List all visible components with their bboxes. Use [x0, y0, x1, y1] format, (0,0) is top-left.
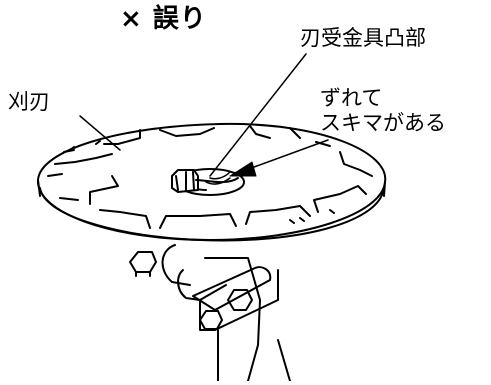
- bolt-left: [129, 251, 157, 277]
- part-leader-line: [209, 53, 307, 177]
- arrow-icon: [229, 139, 329, 177]
- blade-leader-line: [79, 115, 121, 151]
- bolt-clamp-lower: [199, 310, 223, 330]
- label-gap-line-1: ずれて: [320, 86, 383, 110]
- label-blade: 刈刃: [8, 90, 50, 114]
- label-blade-holder-protrusion: 刃受金具凸部: [300, 26, 426, 50]
- blade-hub: [171, 168, 245, 196]
- label-gap-line-2: スキマがある: [320, 111, 446, 135]
- gearcase-shaft: [161, 244, 291, 382]
- label-misaligned-gap: ずれて スキマがある: [320, 86, 446, 136]
- bolt-clamp-upper: [227, 289, 253, 311]
- error-title: × 誤り: [120, 4, 207, 34]
